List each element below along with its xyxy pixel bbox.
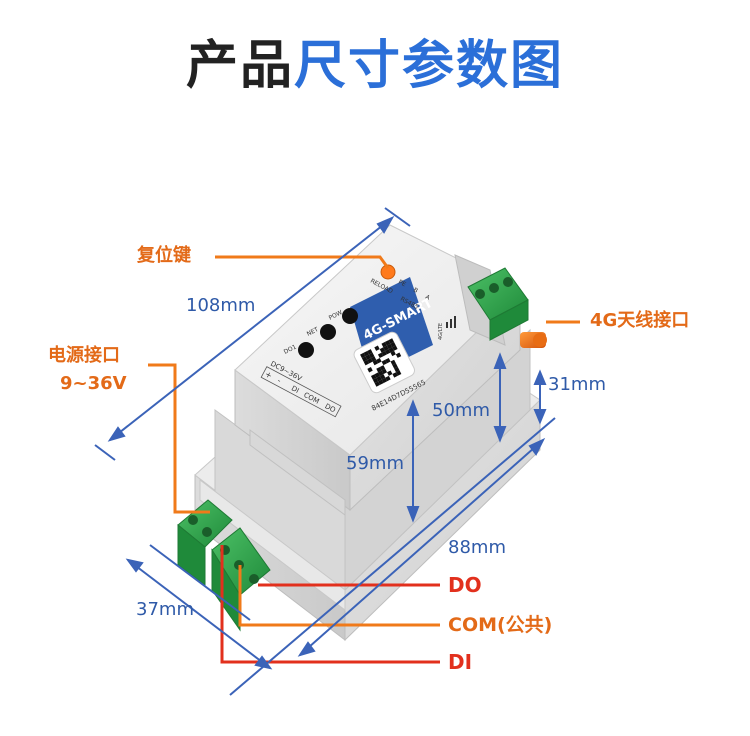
qr-cell	[385, 349, 391, 355]
qr-cell	[386, 343, 393, 350]
qr-cell	[392, 345, 398, 351]
device-housing	[234, 224, 521, 516]
qr-cell	[392, 363, 398, 369]
qr-cell	[367, 367, 373, 373]
power-callout-label: 电源接口	[48, 345, 120, 366]
qr-cell	[367, 349, 373, 355]
qr-cell	[360, 352, 366, 359]
qr-cell	[374, 372, 380, 378]
led-net	[320, 324, 336, 340]
di-callout-label: DI	[448, 650, 473, 674]
dim-88-line	[299, 439, 544, 656]
pe-label: PE	[397, 279, 407, 289]
qr-cell	[365, 354, 371, 360]
com-callout-label: COM(公共)	[448, 614, 553, 636]
qr-cell	[381, 359, 387, 366]
dim-37-line	[127, 559, 271, 669]
qr-cell	[376, 375, 382, 382]
qr-cell	[378, 370, 384, 376]
led-do1	[298, 342, 314, 358]
di-callout-line	[220, 545, 440, 664]
qr-cell	[377, 352, 384, 359]
qr-cell	[379, 347, 386, 353]
qr-cell	[374, 381, 380, 387]
a-label: A	[424, 294, 432, 303]
qr-cell	[372, 359, 379, 366]
dim-width-base-label: 88mm	[448, 537, 506, 558]
qr-cell	[390, 341, 396, 348]
power-callout-line	[148, 363, 210, 514]
qr-cell	[363, 359, 370, 366]
b-label: B	[412, 287, 419, 295]
reset-callout-label: 复位键	[137, 245, 191, 266]
qr-cell	[369, 352, 375, 359]
io-terminal-block	[211, 527, 271, 632]
qr-cell	[367, 358, 373, 364]
qr-cell	[390, 359, 396, 366]
qr-cell	[387, 370, 393, 376]
qr-cell	[395, 370, 402, 376]
qr-cell	[378, 379, 384, 385]
qr-cell	[390, 350, 396, 357]
qr-cell	[385, 340, 391, 346]
do-callout-label: DO	[448, 573, 482, 597]
qr-cell	[388, 338, 394, 344]
page-title: 产品尺寸参数图	[0, 40, 750, 92]
di-label: DI	[290, 384, 300, 395]
qr-cell	[381, 368, 388, 375]
qr-cell	[372, 377, 379, 384]
led-pow	[342, 308, 358, 324]
dim-height-total-label: 59mm	[346, 453, 404, 474]
led-indicators: POW NET DO1	[283, 308, 358, 358]
com-callout-line	[238, 565, 440, 627]
device-step	[199, 328, 531, 612]
dim-height-side-label: 31mm	[548, 374, 606, 395]
qr-cell	[388, 347, 395, 353]
reset-button	[380, 264, 396, 280]
qr-cell	[370, 374, 377, 380]
qr-cell	[385, 375, 391, 382]
qr-cell	[363, 350, 370, 357]
title-part-2: 尺寸参数图	[294, 36, 565, 96]
qr-code-pattern	[360, 338, 402, 387]
rs485-terminal-block	[467, 267, 529, 341]
dim-height-top-label: 50mm	[432, 400, 490, 421]
qr-cell	[376, 366, 382, 373]
antenna-callout-label: 4G天线接口	[590, 310, 690, 331]
qr-cell	[381, 377, 388, 384]
antenna-label: 4G/LTE	[438, 323, 444, 340]
qr-cell	[376, 358, 382, 364]
dim-depth-label: 37mm	[136, 599, 194, 620]
antenna-connector	[520, 332, 547, 348]
qr-cell	[392, 372, 398, 378]
qr-cell	[379, 374, 386, 380]
qr-cell	[395, 352, 402, 358]
led-net-label: NET	[306, 326, 320, 338]
power-voltage-label: 9~36V	[60, 373, 127, 394]
plus-label: +	[263, 369, 273, 380]
qr-cell	[379, 365, 386, 371]
qr-cell	[383, 345, 389, 351]
dim-length-label: 108mm	[186, 295, 256, 316]
reset-callout-line	[215, 255, 390, 269]
qr-cell	[394, 366, 400, 373]
qr-cell	[374, 345, 380, 351]
qr-cell	[370, 356, 377, 362]
title-part-1: 产品	[185, 36, 294, 96]
qr-cell	[381, 350, 387, 357]
qr-cell	[381, 341, 387, 348]
dim-108-line	[109, 217, 393, 441]
qr-cell	[385, 357, 391, 364]
qr-cell	[361, 356, 368, 362]
minus-label: -	[276, 376, 283, 385]
signal-icon	[446, 316, 456, 328]
